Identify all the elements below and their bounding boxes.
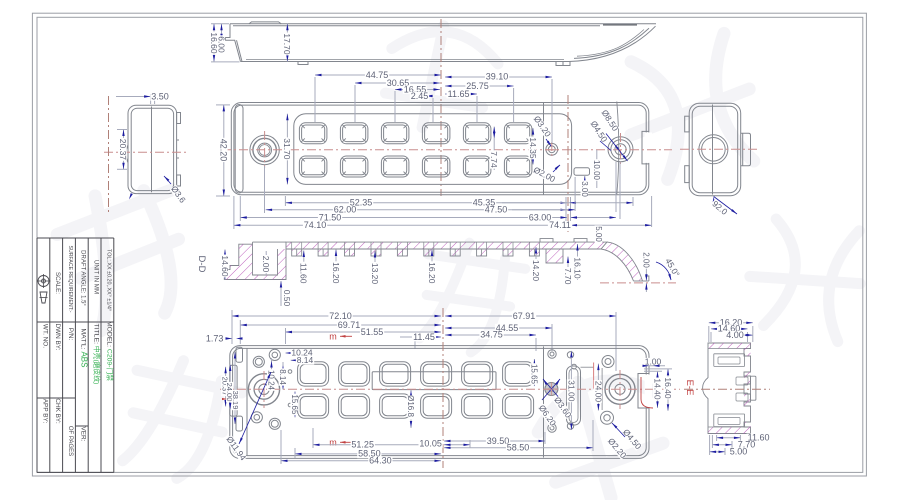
svg-text:58.50: 58.50 [358, 449, 381, 459]
svg-text:10.05: 10.05 [419, 438, 442, 448]
svg-text:16.40: 16.40 [663, 377, 673, 399]
svg-text:Ø16.8: Ø16.8 [406, 395, 415, 417]
svg-text:5.00: 5.00 [730, 447, 748, 457]
svg-text:SURFACE REQUIREMENT:-: SURFACE REQUIREMENT:- [67, 246, 73, 313]
svg-text:20.37: 20.37 [220, 377, 229, 396]
svg-text:2.45: 2.45 [411, 91, 429, 101]
svg-text:30.65: 30.65 [387, 78, 410, 88]
svg-text:44.75: 44.75 [366, 70, 389, 80]
svg-text:D-D: D-D [196, 256, 207, 273]
svg-text:10.24: 10.24 [266, 370, 275, 391]
svg-text:8.14: 8.14 [297, 355, 314, 365]
svg-text:3.00: 3.00 [580, 181, 589, 197]
svg-text:11.60: 11.60 [299, 263, 309, 284]
svg-text:62.00: 62.00 [334, 205, 357, 215]
svg-text:39.10: 39.10 [486, 72, 509, 82]
svg-text:13.20: 13.20 [370, 263, 380, 285]
svg-text:4.00: 4.00 [726, 330, 744, 340]
svg-text:OF PAGES: OF PAGES [67, 426, 73, 456]
svg-text:14.20: 14.20 [531, 260, 541, 282]
svg-text:17.70: 17.70 [282, 33, 292, 55]
svg-text:71.50: 71.50 [319, 212, 342, 222]
svg-text:74.10: 74.10 [304, 220, 327, 230]
svg-text:11.45: 11.45 [413, 332, 435, 342]
svg-text:DRAFT ANGLE: 1.5°: DRAFT ANGLE: 1.5° [80, 250, 86, 306]
svg-text:58.50: 58.50 [507, 443, 530, 453]
svg-text:38.19: 38.19 [231, 391, 240, 410]
svg-text:DWN BY:: DWN BY: [54, 324, 61, 351]
svg-text:34.75: 34.75 [480, 330, 503, 340]
svg-text:72.10: 72.10 [329, 311, 352, 321]
svg-text:7.70: 7.70 [738, 440, 756, 450]
svg-text:14.60: 14.60 [220, 255, 230, 277]
svg-text:51.55: 51.55 [361, 327, 384, 337]
svg-text:15.65: 15.65 [529, 364, 538, 385]
svg-text:7.74: 7.74 [489, 151, 499, 168]
svg-text:m: m [329, 332, 337, 342]
svg-text:CHK BY:: CHK BY: [54, 398, 61, 423]
svg-text:15.65: 15.65 [290, 394, 299, 415]
svg-text:51.25: 51.25 [351, 440, 374, 450]
svg-text:APP BY:: APP BY: [41, 399, 48, 424]
svg-text:24.00: 24.00 [593, 381, 603, 403]
svg-text:16.20: 16.20 [331, 262, 341, 284]
svg-text:11.60: 11.60 [748, 433, 770, 443]
svg-text:MAT’L: ABS: MAT’L: ABS [80, 329, 89, 368]
svg-text:TITLE: 中壳(磨皮纹): TITLE: 中壳(磨皮纹) [93, 324, 102, 385]
svg-text:m: m [329, 438, 337, 448]
svg-text:16.20: 16.20 [720, 318, 743, 328]
svg-text:20.37: 20.37 [118, 139, 128, 161]
svg-text:SCALE:: SCALE: [54, 272, 61, 294]
svg-text:14.35: 14.35 [528, 137, 538, 159]
svg-text:31.00: 31.00 [566, 380, 576, 402]
svg-text:WT. NO.: WT. NO. [41, 324, 48, 348]
svg-text:8.14: 8.14 [278, 369, 287, 385]
svg-text:45.35: 45.35 [473, 198, 496, 208]
svg-text:7.70: 7.70 [563, 268, 573, 285]
svg-text:47.50: 47.50 [485, 205, 508, 215]
svg-text:16.55: 16.55 [404, 84, 427, 94]
svg-text:MODEL: C209-门禁: MODEL: C209-门禁 [105, 321, 114, 381]
svg-text:5.00: 5.00 [594, 226, 603, 242]
svg-text:2.00: 2.00 [641, 252, 650, 268]
svg-text:6.00: 6.00 [217, 36, 227, 53]
svg-text:1.73: 1.73 [206, 333, 224, 343]
svg-text:24.00: 24.00 [225, 383, 234, 402]
svg-text:16.60: 16.60 [209, 32, 219, 54]
svg-text:14.60: 14.60 [718, 324, 741, 334]
svg-text:10.00: 10.00 [592, 160, 601, 181]
svg-text:10.24: 10.24 [291, 348, 313, 358]
svg-text:1.00: 1.00 [645, 357, 662, 367]
svg-text:44.55: 44.55 [496, 323, 519, 333]
svg-text:39.50: 39.50 [487, 436, 510, 446]
svg-text:67.91: 67.91 [513, 311, 536, 321]
svg-text:E-E: E-E [684, 380, 695, 396]
svg-text:3.50: 3.50 [151, 91, 169, 101]
svg-text:16.10: 16.10 [572, 257, 582, 279]
svg-text:P/N:: P/N: [67, 328, 74, 341]
svg-text:25.75: 25.75 [466, 81, 489, 91]
svg-text:52.35: 52.35 [350, 198, 373, 208]
svg-text:UNIT IN MM: UNIT IN MM [93, 260, 100, 294]
svg-text:TOL:.XX ±0.20,.XX° ±1/4°: TOL:.XX ±0.20,.XX° ±1/4° [105, 249, 111, 311]
svg-text:42.20: 42.20 [219, 139, 229, 162]
svg-text:2.00: 2.00 [261, 256, 271, 273]
svg-text:14.40: 14.40 [652, 378, 662, 400]
svg-text:0.50: 0.50 [282, 290, 292, 307]
svg-text:63.00: 63.00 [529, 212, 552, 222]
svg-text:74.11: 74.11 [549, 220, 571, 230]
svg-text:11.65: 11.65 [448, 89, 470, 99]
svg-text:VER:: VER: [80, 427, 87, 442]
svg-text:69.71: 69.71 [338, 320, 361, 330]
svg-text:16.20: 16.20 [427, 262, 437, 284]
svg-text:31.70: 31.70 [282, 138, 292, 160]
svg-text:64.30: 64.30 [369, 456, 392, 466]
